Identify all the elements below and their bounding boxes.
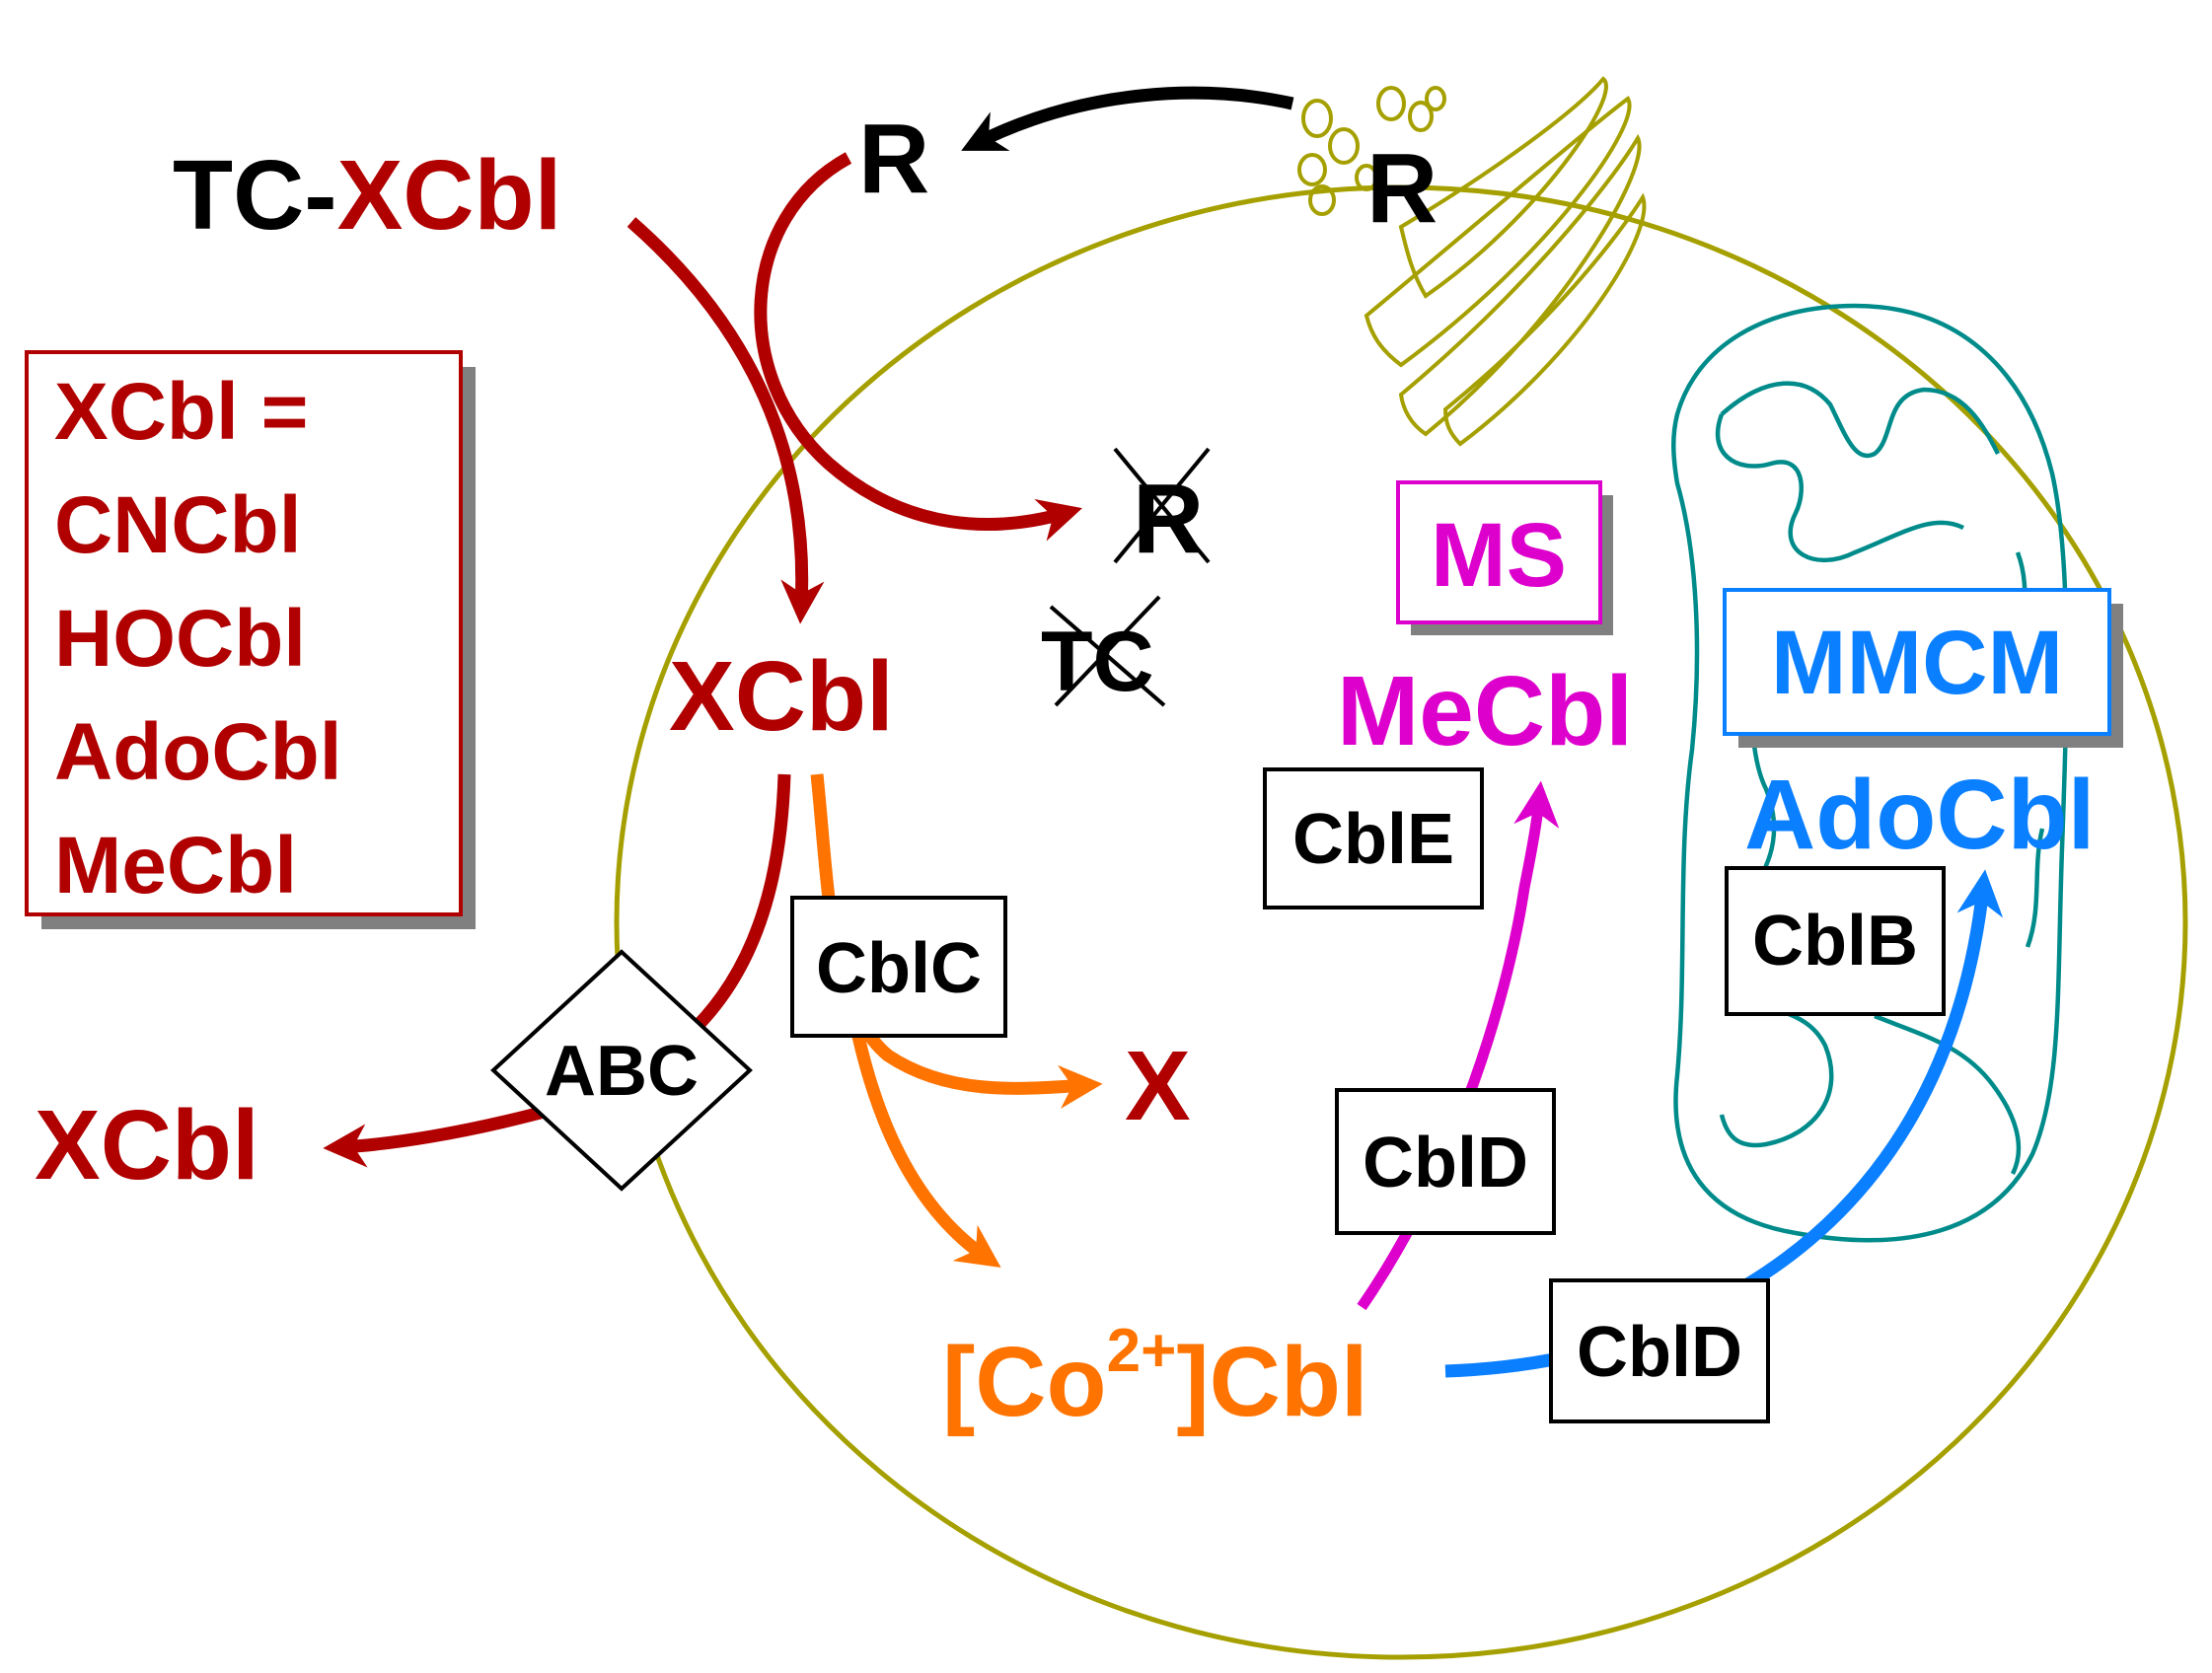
receptor-degradation-arrow xyxy=(754,152,1083,542)
cbld-upper-box: CblD xyxy=(1335,1088,1556,1235)
xcbl-legend: XCbl = CNCbl HOCbl AdoCbl MeCbl xyxy=(25,350,476,929)
tc-label: TC- xyxy=(173,140,337,251)
abc-transporter: ABC xyxy=(490,949,753,1192)
receptor-recycle-arrow xyxy=(961,86,1294,151)
svg-text:[Co2+]Cbl: [Co2+]Cbl xyxy=(942,1317,1368,1437)
xcbl-out-label: XCbl xyxy=(35,1090,259,1200)
legend-line-3: HOCbl xyxy=(54,594,306,684)
x-product-label: X xyxy=(1125,1031,1191,1141)
cblc-box: CblC xyxy=(790,896,1007,1038)
cble-label: CblE xyxy=(1292,800,1454,879)
ms-enzyme-box: MS xyxy=(1396,480,1613,635)
tc-xcbl-label: XCbl xyxy=(337,140,562,251)
legend-line-2: CNCbl xyxy=(54,480,302,570)
cbld-lower-label: CblD xyxy=(1577,1313,1742,1392)
receptor-label-golgi: R xyxy=(1366,133,1438,244)
co-charge-label: 2+ xyxy=(1107,1317,1177,1385)
cble-box: CblE xyxy=(1263,767,1484,909)
degraded-transcobalamin: TC xyxy=(1041,595,1166,709)
legend-line-4: AdoCbl xyxy=(54,707,341,797)
golgi-apparatus xyxy=(1297,76,1647,447)
xcbl-center-label: XCbl xyxy=(669,641,894,752)
legend-line-1: XCbl = xyxy=(54,367,308,457)
uptake-arrow xyxy=(627,217,825,624)
cblb-label: CblB xyxy=(1752,902,1918,981)
mmcm-label: MMCM xyxy=(1771,613,2063,713)
cell-membrane xyxy=(614,184,2188,1660)
co-suffix-label: ]Cbl xyxy=(1176,1327,1367,1437)
receptor-label-top: R xyxy=(858,104,929,214)
cblc-label: CblC xyxy=(816,929,982,1008)
cblc-to-x-arrow xyxy=(810,773,1103,1109)
degraded-receptor: R xyxy=(1113,447,1211,574)
cblb-box: CblB xyxy=(1725,866,1946,1016)
mecbl-label: MeCbl xyxy=(1337,656,1633,766)
svg-text:TC-XCbl: TC-XCbl xyxy=(173,140,561,251)
cbld-upper-label: CblD xyxy=(1363,1124,1528,1202)
mmcm-enzyme-box: MMCM xyxy=(1723,588,2123,748)
adocbl-label: AdoCbl xyxy=(1744,760,2095,870)
ms-label: MS xyxy=(1431,505,1567,606)
legend-line-5: MeCbl xyxy=(54,821,297,910)
co-prefix-label: [Co xyxy=(942,1327,1107,1437)
svg-text:XCbl = CNCbl HOCbl: XCbl = CNCbl HOCbl AdoCbl MeCbl xyxy=(54,367,364,910)
abc-label: ABC xyxy=(545,1032,699,1111)
cbld-lower-box: CblD xyxy=(1549,1278,1770,1423)
